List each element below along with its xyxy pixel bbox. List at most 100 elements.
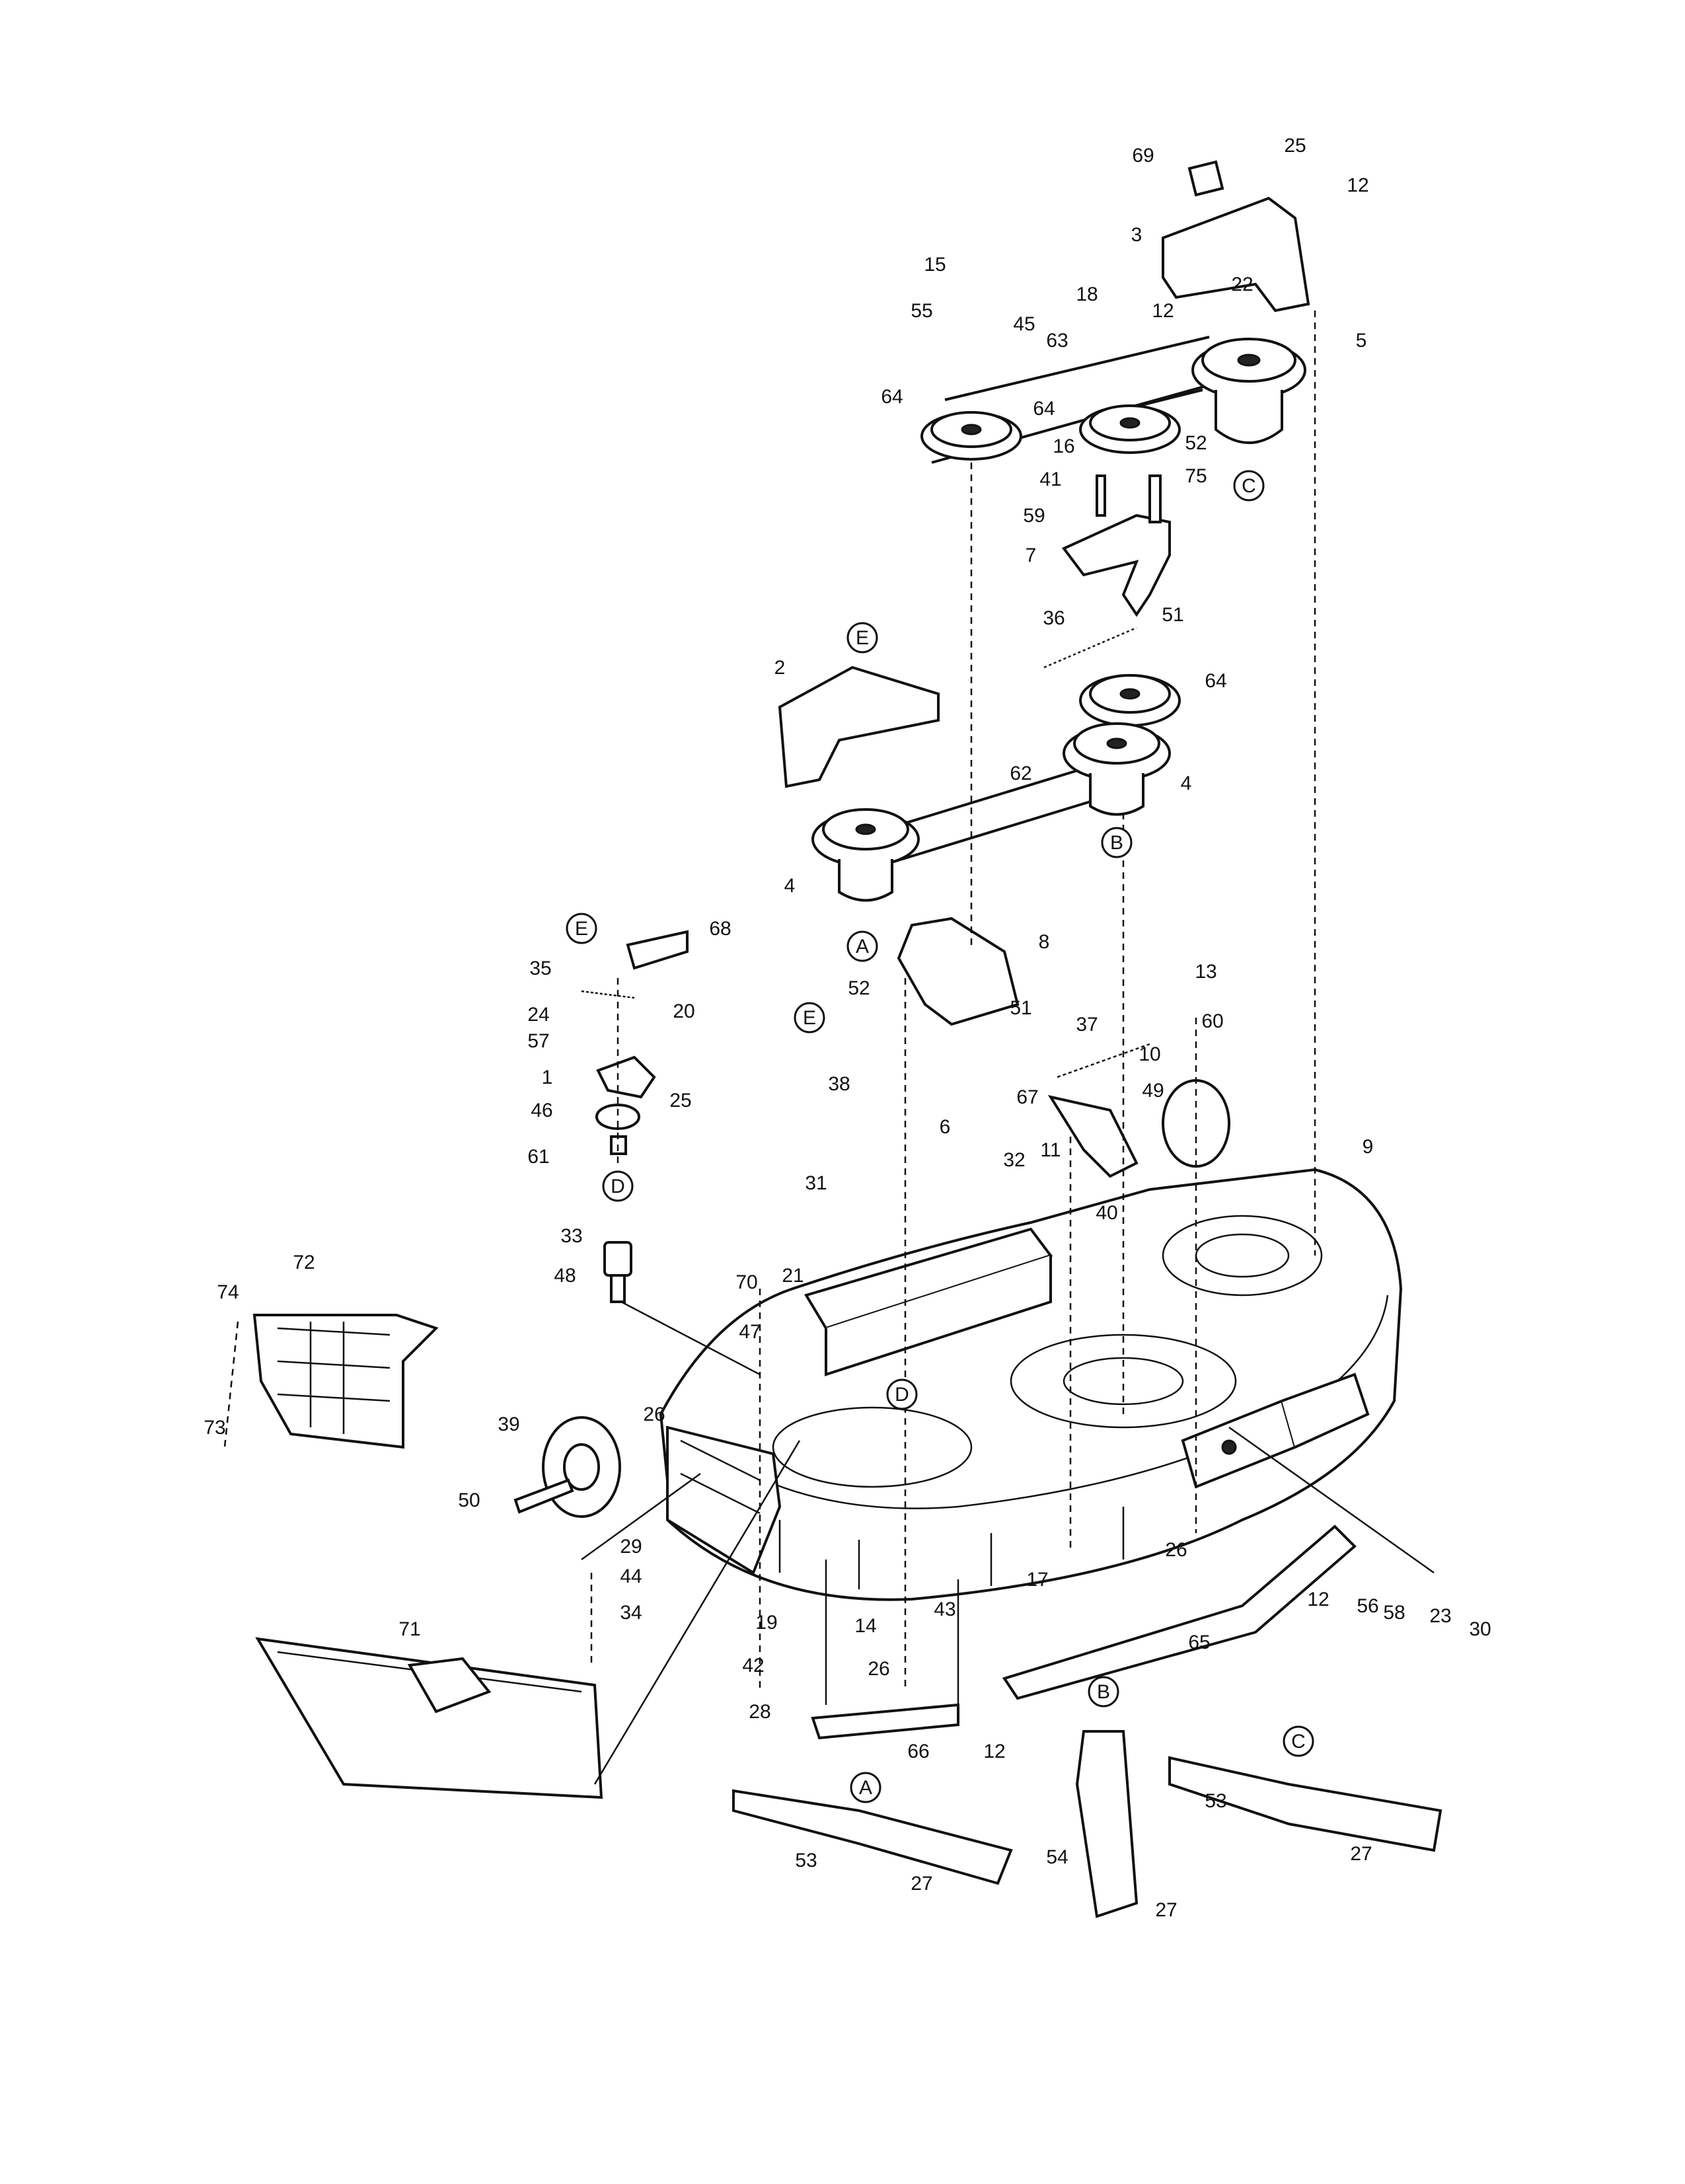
reference-marker-letter: B [1110,832,1123,854]
bracket-69 [1187,160,1224,197]
part-label-4: 4 [784,875,796,897]
part-label-67: 67 [1016,1086,1038,1108]
reference-marker-circle [566,913,597,944]
reference-marker-letter: A [859,1777,872,1799]
part-label-12: 12 [1347,174,1368,196]
part-label-25: 25 [1284,135,1306,157]
reference-marker-circle [602,1170,634,1202]
part-label-27-3: 27 [1155,1899,1177,1921]
part-label-14: 14 [854,1615,876,1637]
part-label-12-4: 12 [983,1741,1005,1762]
bracket-68 [626,930,689,970]
blade-54-b [1075,1730,1139,1918]
part-label-74: 74 [217,1281,239,1303]
part-label-27: 27 [911,1873,932,1895]
part-label-1: 1 [542,1067,553,1088]
reference-marker-c-2: C [1283,1725,1314,1757]
part-label-26: 26 [643,1404,665,1425]
part-label-53: 53 [795,1850,817,1871]
reference-marker-letter: C [1242,475,1256,497]
part-label-49: 49 [1142,1080,1164,1102]
assembly-lines [581,311,1435,1785]
part-label-5: 5 [1356,330,1367,352]
part-label-60: 60 [1201,1010,1223,1032]
part-label-58: 58 [1383,1602,1405,1624]
idler-pulley-64-middle [1079,404,1181,454]
chute-plug-74 [252,1314,439,1449]
part-label-9: 9 [1363,1136,1374,1158]
reference-marker-e-1: E [846,622,878,654]
part-label-11: 11 [1040,1139,1061,1161]
discharge-chute-71 [255,1637,603,1799]
part-label-55: 55 [911,300,932,322]
part-label-48: 48 [554,1265,576,1287]
part-label-6: 6 [940,1116,951,1138]
part-label-32: 32 [1003,1149,1025,1171]
reference-marker-circle [794,1002,825,1034]
part-label-4-2: 4 [1181,772,1192,794]
deck-left-bracket [666,1425,782,1575]
part-label-7: 7 [1026,545,1037,566]
part-label-2: 2 [774,657,786,679]
part-label-42: 42 [742,1655,764,1676]
reference-marker-letter: D [611,1176,625,1197]
part-label-12-2: 12 [1152,300,1174,322]
idler-pulley-64-left [920,411,1022,461]
reference-marker-c-1: C [1233,470,1265,502]
part-label-51-2: 51 [1010,997,1031,1019]
reference-marker-circle [1283,1725,1314,1757]
idler-arm-7 [1061,474,1171,617]
part-label-26-3: 26 [1165,1539,1187,1561]
belt-cover-2 [778,665,940,788]
blade-53-a [732,1789,1013,1885]
part-label-68: 68 [709,918,731,940]
spring-35 [581,990,635,999]
part-label-23: 23 [1429,1605,1451,1627]
part-label-46: 46 [531,1100,552,1121]
blade-53-c [1168,1756,1442,1852]
part-label-12-3: 12 [1307,1589,1329,1610]
reference-marker-a-1: A [846,930,878,962]
cable-adjuster-33 [603,1241,632,1303]
gauge-wheel-39 [513,1416,621,1518]
part-label-69: 69 [1132,145,1154,167]
part-label-44: 44 [620,1565,642,1587]
idler-arm-67 [1047,1079,1230,1178]
reference-marker-e-3: E [794,1002,825,1034]
part-label-24: 24 [527,1004,549,1026]
part-label-28: 28 [749,1701,770,1723]
part-label-22: 22 [1231,274,1253,295]
part-label-16: 16 [1053,435,1074,457]
part-label-50: 50 [458,1489,480,1511]
reference-marker-e-2: E [566,913,597,944]
part-label-51: 51 [1162,604,1183,626]
part-label-43: 43 [934,1599,955,1620]
part-label-17: 17 [1026,1569,1048,1591]
part-label-63: 63 [1046,330,1068,352]
reference-marker-letter: A [856,936,869,958]
washer-46 [595,1104,640,1130]
spindle-assembly-4-left [811,808,920,902]
part-label-36: 36 [1043,607,1065,629]
part-label-13: 13 [1195,961,1217,983]
part-label-54: 54 [1046,1846,1068,1868]
drive-pulley-5 [1191,338,1306,444]
reference-marker-a-2: A [850,1772,881,1803]
part-label-38: 38 [828,1073,850,1095]
part-label-64-3: 64 [1205,670,1226,692]
reference-marker-circle [846,622,878,654]
reference-marker-d-1: D [602,1170,634,1202]
reference-marker-d-2: D [886,1378,918,1410]
part-number-labels: 1234456789101112121212131415161718192021… [204,135,1491,1921]
part-label-35: 35 [529,958,551,979]
part-label-75: 75 [1185,465,1207,487]
reference-markers: A A B B C C D D E E E [566,470,1314,1803]
reference-marker-letter: B [1097,1681,1110,1703]
part-label-62: 62 [1010,763,1031,784]
part-label-25-2: 25 [669,1090,691,1111]
part-label-33: 33 [560,1225,582,1247]
part-label-45: 45 [1013,313,1035,335]
part-label-47: 47 [739,1321,761,1343]
reference-marker-letter: E [856,627,869,649]
